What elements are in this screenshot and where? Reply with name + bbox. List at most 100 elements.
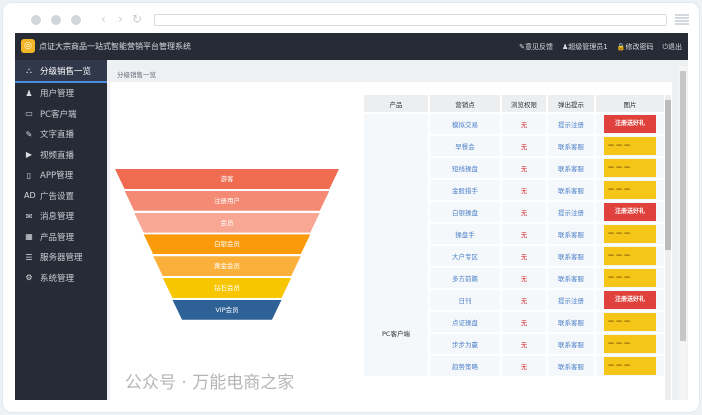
- popup-tip-link[interactable]: 提示注册: [546, 200, 596, 224]
- permission-cell: 无: [500, 266, 548, 290]
- marketing-point-link[interactable]: 大户专区: [428, 244, 502, 268]
- marketing-point-link[interactable]: 点证操盘: [428, 310, 502, 334]
- header-link[interactable]: ♟超级管理员1: [562, 42, 608, 52]
- image-cell: 注册送好礼: [594, 112, 666, 136]
- header-link[interactable]: ⏻退出: [662, 42, 682, 52]
- sidebar-item[interactable]: ▯ APP管理: [15, 165, 107, 186]
- banner-image[interactable]: — — —: [604, 335, 656, 353]
- banner-image[interactable]: — — —: [604, 247, 656, 265]
- image-cell: — — —: [594, 178, 666, 202]
- sidebar-item-label: APP管理: [40, 171, 74, 182]
- table-row: PC客户端模拟交易无提示注册注册送好礼: [362, 112, 666, 378]
- app: ◎ 点证大宗商品一站式智能营销平台管理系统 ✎意见反馈♟超级管理员1🔒修改密码⏻…: [15, 33, 688, 400]
- popup-tip-link[interactable]: 提示注册: [546, 288, 596, 312]
- permission-cell: 无: [500, 310, 548, 334]
- lock-icon: 🔒: [616, 43, 626, 51]
- breadcrumb[interactable]: 分级销售一览: [117, 71, 156, 79]
- popup-tip-link[interactable]: 联系客服: [546, 332, 596, 356]
- image-cell: — — —: [594, 332, 666, 356]
- sidebar-item-label: 服务器管理: [40, 253, 83, 264]
- back-icon[interactable]: ‹: [101, 12, 106, 26]
- logo-icon: ◎: [21, 39, 35, 53]
- marketing-point-link[interactable]: 操盘手: [428, 222, 502, 246]
- marketing-point-link[interactable]: 金股猎手: [428, 178, 502, 202]
- image-cell: — — —: [594, 354, 666, 378]
- popup-tip-link[interactable]: 提示注册: [546, 112, 596, 136]
- sidebar-icon: ▶: [25, 150, 33, 160]
- sidebar-icon: ▯: [26, 170, 32, 180]
- page-scrollbar[interactable]: [679, 66, 687, 400]
- table-scrollbar[interactable]: [665, 95, 671, 400]
- sidebar-item[interactable]: ☰服务器管理: [15, 247, 107, 268]
- marketing-point-link[interactable]: 短线操盘: [428, 156, 502, 180]
- sidebar-item[interactable]: ♟用户管理: [15, 83, 107, 104]
- sidebar-item[interactable]: ✉消息管理: [15, 206, 107, 227]
- banner-image[interactable]: 注册送好礼: [604, 115, 656, 133]
- table-row: 早餐会无联系客服— — —: [363, 134, 666, 158]
- image-cell: — — —: [594, 266, 666, 290]
- banner-image[interactable]: — — —: [604, 137, 656, 155]
- image-cell: — — —: [594, 310, 666, 334]
- table-row: 步步为赢无联系客服— — —: [363, 332, 666, 356]
- menu-icon[interactable]: [675, 14, 689, 26]
- sidebar-icon: AD: [24, 191, 36, 201]
- window-dot[interactable]: [71, 15, 81, 25]
- address-bar[interactable]: [154, 14, 667, 26]
- sidebar-icon: ✉: [25, 211, 33, 221]
- window-dot[interactable]: [51, 15, 61, 25]
- column-header: 产品: [362, 93, 430, 114]
- banner-image[interactable]: — — —: [604, 313, 656, 331]
- pencil-icon: ✎: [519, 43, 525, 51]
- popup-tip-link[interactable]: 联系客服: [546, 222, 596, 246]
- marketing-point-link[interactable]: 趋势策略: [428, 354, 502, 378]
- header-link[interactable]: 🔒修改密码: [617, 42, 654, 52]
- popup-tip-link[interactable]: 联系客服: [546, 310, 596, 334]
- banner-image[interactable]: — — —: [604, 159, 656, 177]
- sidebar-item-label: 分级销售一览: [40, 66, 92, 77]
- sidebar-item[interactable]: ⚙系统管理: [15, 268, 107, 289]
- marketing-point-link[interactable]: 步步为赢: [428, 332, 502, 356]
- marketing-point-link[interactable]: 模拟交易: [428, 112, 502, 136]
- permission-cell: 无: [500, 222, 548, 246]
- marketing-point-link[interactable]: 早餐会: [428, 134, 502, 158]
- reload-icon[interactable]: ↻: [132, 12, 143, 26]
- popup-tip-link[interactable]: 联系客服: [546, 354, 596, 378]
- sidebar-item-label: PC客户端: [40, 109, 77, 120]
- sidebar-item[interactable]: ▭ PC客户端: [15, 104, 107, 125]
- image-cell: 注册送好礼: [594, 288, 666, 312]
- banner-image[interactable]: — — —: [604, 357, 656, 375]
- banner-image[interactable]: 注册送好礼: [604, 203, 656, 221]
- sidebar-item[interactable]: ▦产品管理: [15, 227, 107, 248]
- popup-tip-link[interactable]: 联系客服: [546, 266, 596, 290]
- funnel-level: 钻石会员: [162, 278, 292, 298]
- sidebar-icon: ✎: [25, 129, 33, 139]
- header-link[interactable]: ✎意见反馈: [519, 42, 553, 52]
- header-links: ✎意见反馈 ♟超级管理员1 🔒修改密码 ⏻退出: [519, 42, 682, 52]
- column-header: 图片: [594, 93, 666, 114]
- table-row: 多方前瞻无联系客服 — — —: [363, 266, 666, 290]
- sidebar-icon: ♟: [25, 88, 33, 98]
- banner-image[interactable]: — — —: [604, 225, 656, 243]
- sidebar-item[interactable]: ▶视频直播: [15, 145, 107, 166]
- forward-icon[interactable]: ›: [118, 12, 123, 26]
- banner-image[interactable]: — — —: [604, 181, 656, 199]
- sidebar-item[interactable]: ⛬分级销售一览: [15, 60, 107, 83]
- image-cell: — — —: [594, 134, 666, 158]
- popup-tip-link[interactable]: 联系客服: [546, 178, 596, 202]
- marketing-point-link[interactable]: 多方前瞻: [428, 266, 502, 290]
- banner-image[interactable]: 注册送好礼: [604, 291, 656, 309]
- permission-cell: 无: [500, 288, 548, 312]
- marketing-point-link[interactable]: 日刊: [428, 288, 502, 312]
- sidebar-item[interactable]: ✎文字直播: [15, 124, 107, 145]
- popup-tip-link[interactable]: 联系客服: [546, 134, 596, 158]
- popup-tip-link[interactable]: 联系客服: [546, 156, 596, 180]
- marketing-point-link[interactable]: 白银操盘: [428, 200, 502, 224]
- window-dot[interactable]: [31, 15, 41, 25]
- sidebar-icon: ▭: [25, 109, 33, 119]
- popup-tip-link[interactable]: 联系客服: [546, 244, 596, 268]
- banner-image[interactable]: — — —: [604, 269, 656, 287]
- funnel-level: VIP会员: [172, 299, 282, 320]
